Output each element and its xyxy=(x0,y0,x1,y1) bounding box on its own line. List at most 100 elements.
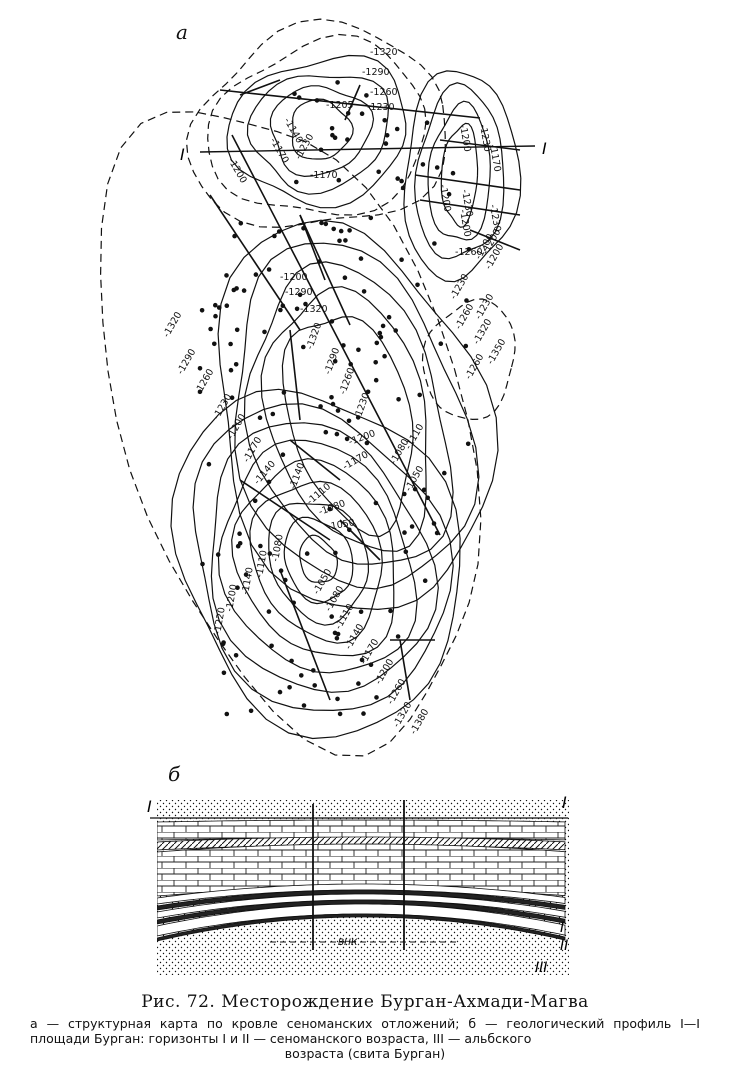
well-point xyxy=(299,673,304,678)
contour-north-2 xyxy=(246,75,390,195)
contour-label: -1205 xyxy=(326,100,354,111)
well-point xyxy=(358,609,364,614)
contour-north-1 xyxy=(269,85,375,178)
well-point xyxy=(289,658,294,664)
well-point xyxy=(347,228,352,233)
well-point xyxy=(224,303,230,309)
well-point xyxy=(237,531,242,536)
well-point xyxy=(243,572,249,577)
horizon-label-I: I xyxy=(560,920,564,936)
well-point xyxy=(314,98,320,103)
well-point xyxy=(378,334,384,340)
fault-12 xyxy=(239,479,331,541)
contour-ne-1 xyxy=(427,100,491,241)
well-point xyxy=(234,327,240,333)
well-point xyxy=(238,221,244,226)
contour-label: -1290 xyxy=(285,287,313,298)
fault-6 xyxy=(439,139,521,151)
well-point xyxy=(377,330,383,336)
well-point xyxy=(208,326,213,332)
contour-label: -1140 xyxy=(240,566,256,595)
well-point xyxy=(323,221,329,227)
contour-central-4 xyxy=(217,219,499,611)
contour-label: -1230 xyxy=(211,392,234,421)
well-point xyxy=(399,257,404,263)
well-point xyxy=(358,256,364,261)
well-point xyxy=(303,301,308,307)
well-point xyxy=(220,641,226,647)
well-point xyxy=(318,404,323,409)
well-point xyxy=(269,643,274,649)
contour-outer-west xyxy=(99,111,482,757)
contour-label: -1230 xyxy=(459,189,475,218)
well-point xyxy=(395,634,401,639)
well-point xyxy=(212,341,217,347)
horizon-label-III: III xyxy=(535,960,547,976)
well-point xyxy=(329,319,335,324)
contour-label: -1320 xyxy=(471,317,494,346)
fault-3 xyxy=(299,214,351,326)
contour-label: -1320 xyxy=(161,310,184,339)
contour-label: -1380 xyxy=(408,707,431,736)
well-point xyxy=(319,220,324,226)
well-point xyxy=(213,302,218,308)
well-point xyxy=(197,389,203,395)
well-point xyxy=(270,411,276,417)
well-point xyxy=(337,711,343,717)
fault-13 xyxy=(279,569,331,701)
panel-b-letter: б xyxy=(168,762,181,786)
fault-17 xyxy=(219,89,481,119)
contour-label: -1290 xyxy=(362,67,390,78)
well-point xyxy=(335,631,341,637)
well-point xyxy=(294,306,300,312)
well-point xyxy=(233,653,239,658)
well-point xyxy=(333,550,338,556)
well-point xyxy=(409,524,415,529)
contour-label: -1200 xyxy=(280,272,308,283)
well-point xyxy=(383,141,389,146)
well-point xyxy=(359,111,365,116)
contour-central-1 xyxy=(260,286,427,552)
well-point xyxy=(301,703,307,708)
well-point xyxy=(356,681,361,686)
well-point xyxy=(417,392,423,398)
profile-end-label-right: I xyxy=(542,139,547,158)
well-point xyxy=(380,323,386,329)
well-point xyxy=(312,683,318,688)
structural-contour-map: I I -1320-1290-1260-1230-1205-1140-1170-… xyxy=(99,18,547,757)
fault-14 xyxy=(339,519,381,561)
well-point xyxy=(267,551,273,556)
contour-label: -1140 xyxy=(343,622,366,651)
well-point xyxy=(373,500,379,506)
well-point xyxy=(329,395,334,400)
well-point xyxy=(215,552,221,557)
well-point xyxy=(344,436,350,442)
contour-label: -1320 xyxy=(304,321,324,351)
well-point xyxy=(335,80,340,85)
contour-label: -1260 xyxy=(370,87,398,98)
well-point xyxy=(424,120,430,125)
well-point xyxy=(278,568,284,573)
well-point xyxy=(334,431,340,437)
well-point xyxy=(395,176,401,181)
contour-label: -1230 xyxy=(352,391,372,421)
contour-label: -1230 xyxy=(477,124,493,153)
well-point xyxy=(388,608,393,614)
well-point xyxy=(394,126,400,132)
contour-central-3 xyxy=(234,242,480,590)
contour-label: -1170 xyxy=(310,170,338,181)
contour-label: -1050 xyxy=(327,517,356,533)
fault-10 xyxy=(289,329,301,421)
well-point xyxy=(403,549,409,555)
profile-end-label-left: I xyxy=(180,145,185,164)
well-point xyxy=(281,390,287,395)
contour-north-3 xyxy=(226,54,407,209)
well-point xyxy=(364,440,370,446)
well-point xyxy=(334,636,340,641)
well-point xyxy=(331,226,337,232)
well-point xyxy=(229,395,235,401)
well-point xyxy=(399,178,404,184)
well-point xyxy=(434,530,440,536)
contour-label: -1290 xyxy=(322,346,342,376)
well-point xyxy=(374,695,379,700)
